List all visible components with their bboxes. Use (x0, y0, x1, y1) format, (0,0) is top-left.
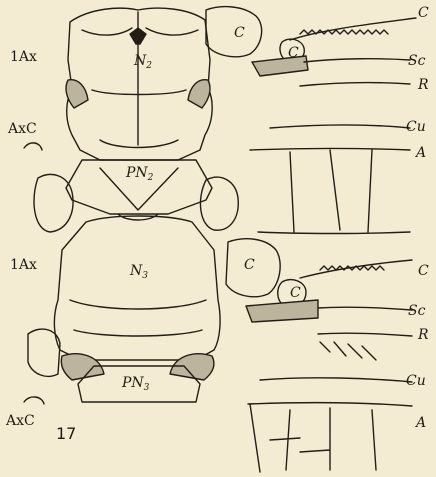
label-pn2: PN2 (126, 166, 153, 183)
mesonotum-dark-mark (130, 28, 146, 44)
axillary-curl-lower (24, 397, 44, 404)
label-hind-c-axillary: C (290, 286, 301, 300)
metanotum-left-hatch (61, 354, 104, 380)
label-fore-c-axillary: C (288, 46, 299, 60)
hind-wing-radial-fan (320, 342, 376, 360)
mesonotum-left-hatch (66, 80, 88, 108)
fore-vein-label-r: R (418, 78, 429, 92)
label-axc-lower: AxC (6, 414, 35, 428)
mesonotum-right-hatch (188, 80, 210, 108)
fore-wing-cubitus (270, 125, 410, 128)
axillary-curl-upper (24, 143, 42, 150)
hind-vein-label-sc: Sc (408, 304, 425, 318)
fore-wing-hatch (252, 56, 308, 76)
metanotum-lower-lip (74, 330, 202, 336)
hind-vein-label-a: A (416, 416, 426, 430)
metanotum-outline (54, 216, 220, 360)
label-1ax-upper: 1Ax (10, 50, 37, 64)
right-pleural-plate (200, 177, 238, 230)
mesonotum-scutellum (100, 140, 178, 148)
hind-vein-label-cu: Cu (406, 374, 426, 388)
hind-vein-label-r: R (418, 328, 429, 342)
label-fore-c-plate: C (234, 26, 245, 40)
left-pleural-plate (34, 174, 73, 232)
hind-wing-subcosta (318, 307, 412, 310)
fore-wing-radius (300, 83, 410, 86)
figure-number: 17 (56, 424, 76, 443)
hind-wing-anal (248, 403, 412, 406)
fore-wing-cross-1 (290, 152, 294, 232)
label-n2: N2 (134, 54, 152, 71)
label-axc-upper: AxC (8, 122, 37, 136)
label-hind-c-plate: C (244, 258, 255, 272)
label-pn3: PN3 (122, 376, 149, 393)
hind-vein-label-c: C (418, 264, 429, 278)
fore-wing-costa (290, 18, 416, 40)
fore-vein-label-c: C (418, 6, 429, 20)
hind-wing-hatch (246, 300, 318, 322)
hind-wing-radius (318, 333, 412, 336)
hind-wing-lower-membrane (250, 404, 376, 472)
fore-wing-cross-2 (330, 150, 340, 230)
hind-wing-costa (300, 260, 412, 278)
hind-wing-cubitus (260, 378, 412, 382)
fore-vein-label-cu: Cu (406, 120, 426, 134)
fore-wing-subcosta (304, 59, 410, 62)
label-1ax-lower: 1Ax (10, 258, 37, 272)
fore-wing-cross-3 (368, 150, 372, 232)
fore-wing-lower-edge (258, 232, 410, 234)
metanotum-inner-line (70, 300, 206, 309)
fore-vein-label-a: A (416, 146, 426, 160)
label-n3: N3 (130, 264, 148, 281)
metanotum-right-hatch (170, 354, 214, 380)
mesonotum-scutum-line (92, 90, 186, 95)
fore-vein-label-sc: Sc (408, 54, 425, 68)
